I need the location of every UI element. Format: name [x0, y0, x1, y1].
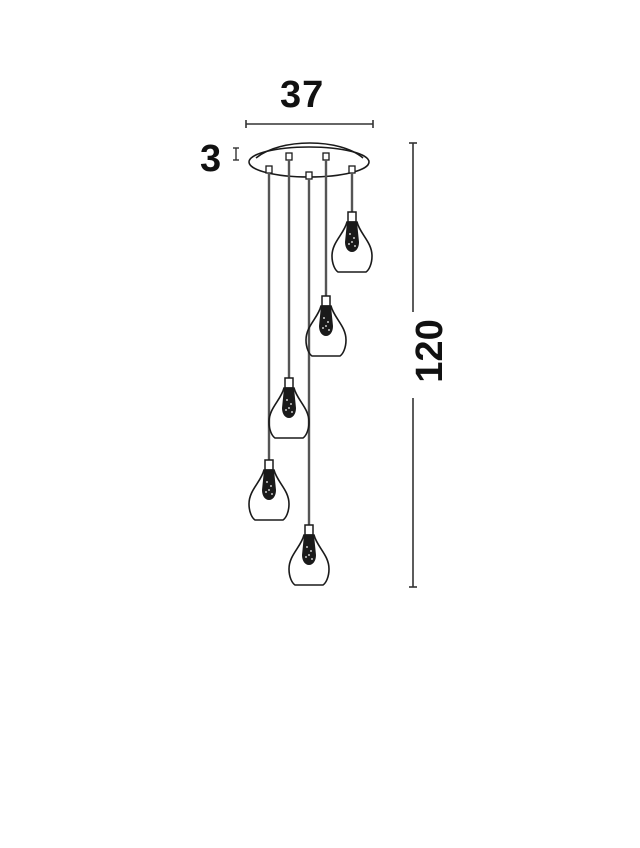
- overall-height-label: 120: [409, 319, 451, 383]
- suspension-cords: [267, 160, 354, 525]
- canopy-height-marker: [233, 147, 239, 161]
- height-dimension-line: [409, 142, 417, 588]
- width-dimension-line: [245, 120, 374, 128]
- pendant-shade-4: [248, 459, 290, 521]
- pendant-shade-2: [305, 295, 347, 357]
- pendant-shade-3: [268, 377, 310, 439]
- canopy-height-label: 3: [200, 138, 222, 180]
- pendant-shade-1: [331, 211, 373, 273]
- width-dimension-label: 37: [280, 74, 325, 116]
- pendant-shade-5: [288, 524, 330, 586]
